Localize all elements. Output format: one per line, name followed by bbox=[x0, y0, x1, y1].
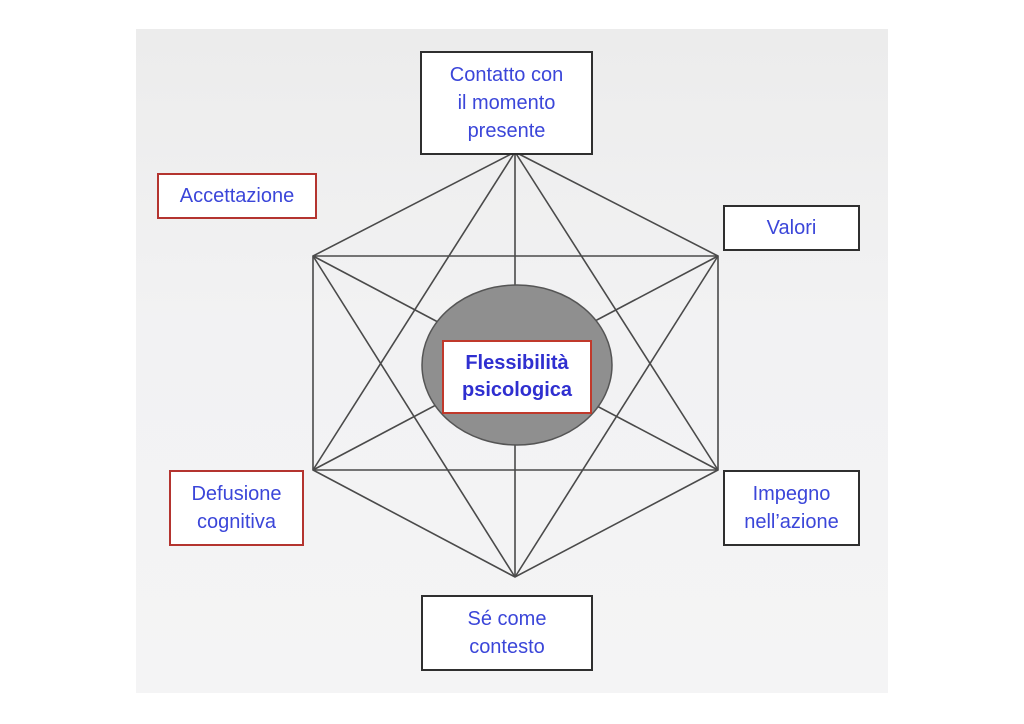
process-label-acceptance: Accettazione bbox=[179, 185, 295, 207]
center-label-box: Flessibilità psicologica bbox=[442, 340, 592, 414]
process-box-acceptance: Accettazione bbox=[157, 173, 317, 219]
process-box-self-as-context: Sé come contesto bbox=[421, 595, 593, 671]
line-top-to-bottom-right bbox=[514, 151, 719, 471]
process-box-defusion: Defusione cognitiva bbox=[169, 470, 304, 546]
process-label-committed-action: Impegno nell’azione bbox=[744, 483, 839, 533]
center-label: Flessibilità psicologica bbox=[461, 352, 573, 401]
process-box-committed-action: Impegno nell’azione bbox=[723, 470, 860, 546]
line-top-to-bottom-left bbox=[312, 151, 516, 471]
process-label-defusion: Defusione cognitiva bbox=[191, 483, 282, 533]
process-box-present-moment: Contatto con il momento presente bbox=[420, 51, 593, 155]
process-box-values: Valori bbox=[723, 205, 860, 251]
process-label-values: Valori bbox=[766, 217, 817, 239]
process-label-present-moment: Contatto con il momento presente bbox=[449, 64, 564, 142]
process-label-self-as-context: Sé come contesto bbox=[467, 608, 547, 658]
